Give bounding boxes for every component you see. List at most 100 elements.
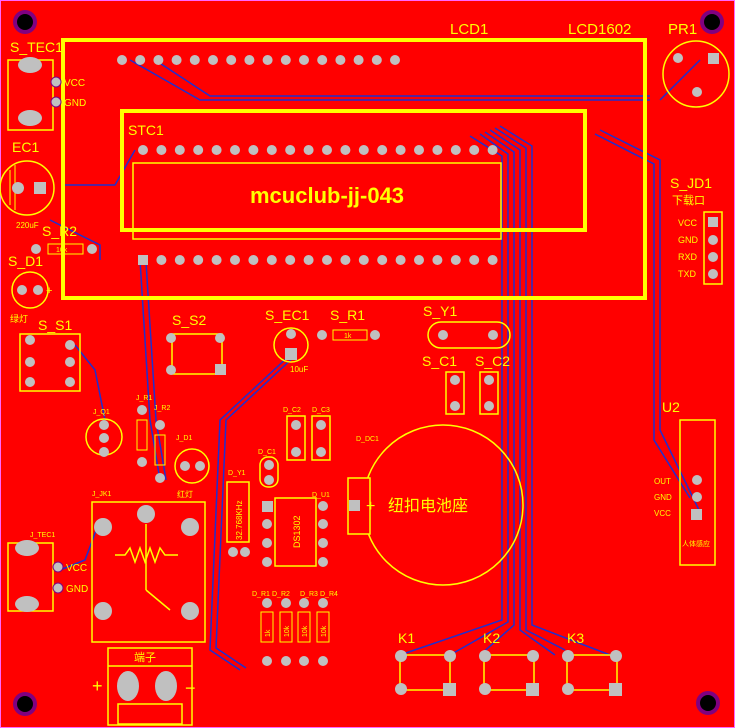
power-terminal: 端子 + − xyxy=(92,647,196,726)
s-c1-capacitor: S_C1 xyxy=(422,353,465,415)
s-c2-label: S_C2 xyxy=(475,353,510,369)
j-q1-transistor: J_Q1 xyxy=(85,409,123,457)
k1-label: K1 xyxy=(398,630,415,646)
stc-pin xyxy=(432,145,443,155)
j-d1-led: J_D1 红灯 xyxy=(174,435,210,499)
stc-pin xyxy=(266,255,277,265)
s-r2-label: S_R2 xyxy=(42,223,77,239)
u2-gnd: GND xyxy=(654,493,672,502)
stc-pin xyxy=(174,255,185,265)
lcd-pin xyxy=(117,55,127,65)
stc-pin xyxy=(322,255,332,265)
stc-pin xyxy=(138,145,148,155)
s-tec1-label: S_TEC1 xyxy=(10,39,63,55)
j-r2-resistor: J_R2 xyxy=(154,405,170,483)
stc-pin xyxy=(414,255,424,265)
d-dc1-battery-holder: D_DC1 + 纽扣电池座 xyxy=(347,424,524,586)
stc-pin xyxy=(450,145,461,155)
jd-txd: TXD xyxy=(678,269,697,279)
d-resistor-array: D_R1 D_R2 D_R3 D_R4 1k 10k 10k 10k xyxy=(252,591,338,666)
j-r2-label: J_R2 xyxy=(154,405,170,412)
lcd-pin xyxy=(317,55,328,65)
d-dc1-label: D_DC1 xyxy=(356,436,379,443)
j-q1-label: J_Q1 xyxy=(93,409,110,416)
k2-label: K2 xyxy=(483,630,500,646)
ec1-value: 220uF xyxy=(16,221,39,230)
stc-pin xyxy=(450,255,461,265)
lcd-pin xyxy=(390,55,400,65)
stc-pin xyxy=(211,145,222,155)
lcd-pin xyxy=(135,55,146,65)
s-r1-resistor: S_R1 1k xyxy=(317,307,380,341)
stc-pin xyxy=(469,145,480,155)
u2-vcc: VCC xyxy=(654,509,671,518)
s-c1-label: S_C1 xyxy=(422,353,457,369)
d-u1-value: DS1302 xyxy=(292,515,302,548)
d-c2-capacitor: D_C2 xyxy=(283,407,306,461)
lcd-pin xyxy=(208,55,218,65)
stc-pin xyxy=(285,145,296,155)
s-ec1-capacitor: S_EC1 10uF xyxy=(265,307,310,374)
stc-pin xyxy=(303,255,314,265)
lcd1-pin-row xyxy=(117,55,400,65)
j-jk1-relay: J_JK1 xyxy=(91,491,206,643)
s-c2-capacitor: S_C2 xyxy=(475,353,510,415)
d-y1-label: D_Y1 xyxy=(228,470,246,477)
stc1-label: STC1 xyxy=(128,122,164,138)
stc-pin xyxy=(340,145,351,155)
d-y1-crystal: D_Y1 32.768KHz xyxy=(226,470,250,557)
stc-pin xyxy=(193,255,204,265)
stc-pin xyxy=(248,145,259,155)
j-d1-sublabel: 红灯 xyxy=(177,489,193,499)
stc-pin xyxy=(285,255,296,265)
jd-gnd: GND xyxy=(678,235,699,245)
s-jd1-sublabel: 下载口 xyxy=(672,194,705,207)
stc-pin xyxy=(358,255,369,265)
d-c1-label: D_C1 xyxy=(258,449,276,456)
stc-pin xyxy=(193,145,204,155)
d-r4-label: D_R4 xyxy=(320,591,338,598)
j-r1-label: J_R1 xyxy=(136,395,152,402)
d-u1-ds1302: D_U1 DS1302 xyxy=(262,492,330,567)
lcd-pin xyxy=(226,55,237,65)
s-tec1-gnd: GND xyxy=(64,98,86,109)
j-tec1-gnd: GND xyxy=(66,584,88,595)
d-c1-capacitor: D_C1 xyxy=(258,449,279,488)
stc-pin xyxy=(340,255,351,265)
stc-pin xyxy=(395,255,406,265)
s-d1-plus: + xyxy=(46,285,52,297)
s-s2-switch: S_S2 xyxy=(166,312,226,375)
pr1-photoresistor: PR1 xyxy=(662,21,730,108)
d-c3-capacitor: D_C3 xyxy=(311,407,331,461)
s-d1-led: S_D1 + 绿灯 xyxy=(8,253,52,324)
lcd-pin xyxy=(244,55,255,65)
d-r1-value: 1k xyxy=(265,629,272,637)
u2-out: OUT xyxy=(654,477,671,486)
d-r2-label: D_R2 xyxy=(272,591,290,598)
j-tec1-connector: J_TEC1 VCC GND xyxy=(7,532,88,612)
j-r1-resistor: J_R1 xyxy=(136,395,152,467)
stc-pin xyxy=(377,255,388,265)
s-ec1-value: 10uF xyxy=(290,365,308,374)
stc-pin xyxy=(303,145,314,155)
battery-label: 纽扣电池座 xyxy=(388,497,468,515)
lcd-pin xyxy=(171,55,182,65)
stc1-pins-bottom xyxy=(138,255,498,265)
d-r3-label: D_R3 xyxy=(300,591,318,598)
stc-pin xyxy=(487,145,498,155)
s-s1-label: S_S1 xyxy=(38,317,72,333)
s-r1-value: 1k xyxy=(344,333,352,340)
s-s1-switch: S_S1 xyxy=(19,317,81,392)
stc-pin xyxy=(138,255,148,265)
lcd-pin xyxy=(153,55,164,65)
stc-pin xyxy=(432,255,443,265)
u2-label: U2 xyxy=(662,399,680,415)
lcd-pin xyxy=(189,55,200,65)
u2-pir-sensor: U2 OUT GND VCC 人体感应 xyxy=(654,399,716,566)
j-d1-label: J_D1 xyxy=(176,435,192,442)
s-y1-crystal: S_Y1 xyxy=(423,303,511,349)
terminal-label: 端子 xyxy=(134,651,156,664)
lcd-pin xyxy=(371,55,382,65)
s-y1-label: S_Y1 xyxy=(423,303,457,319)
s-d1-sublabel: 绿灯 xyxy=(10,313,28,324)
